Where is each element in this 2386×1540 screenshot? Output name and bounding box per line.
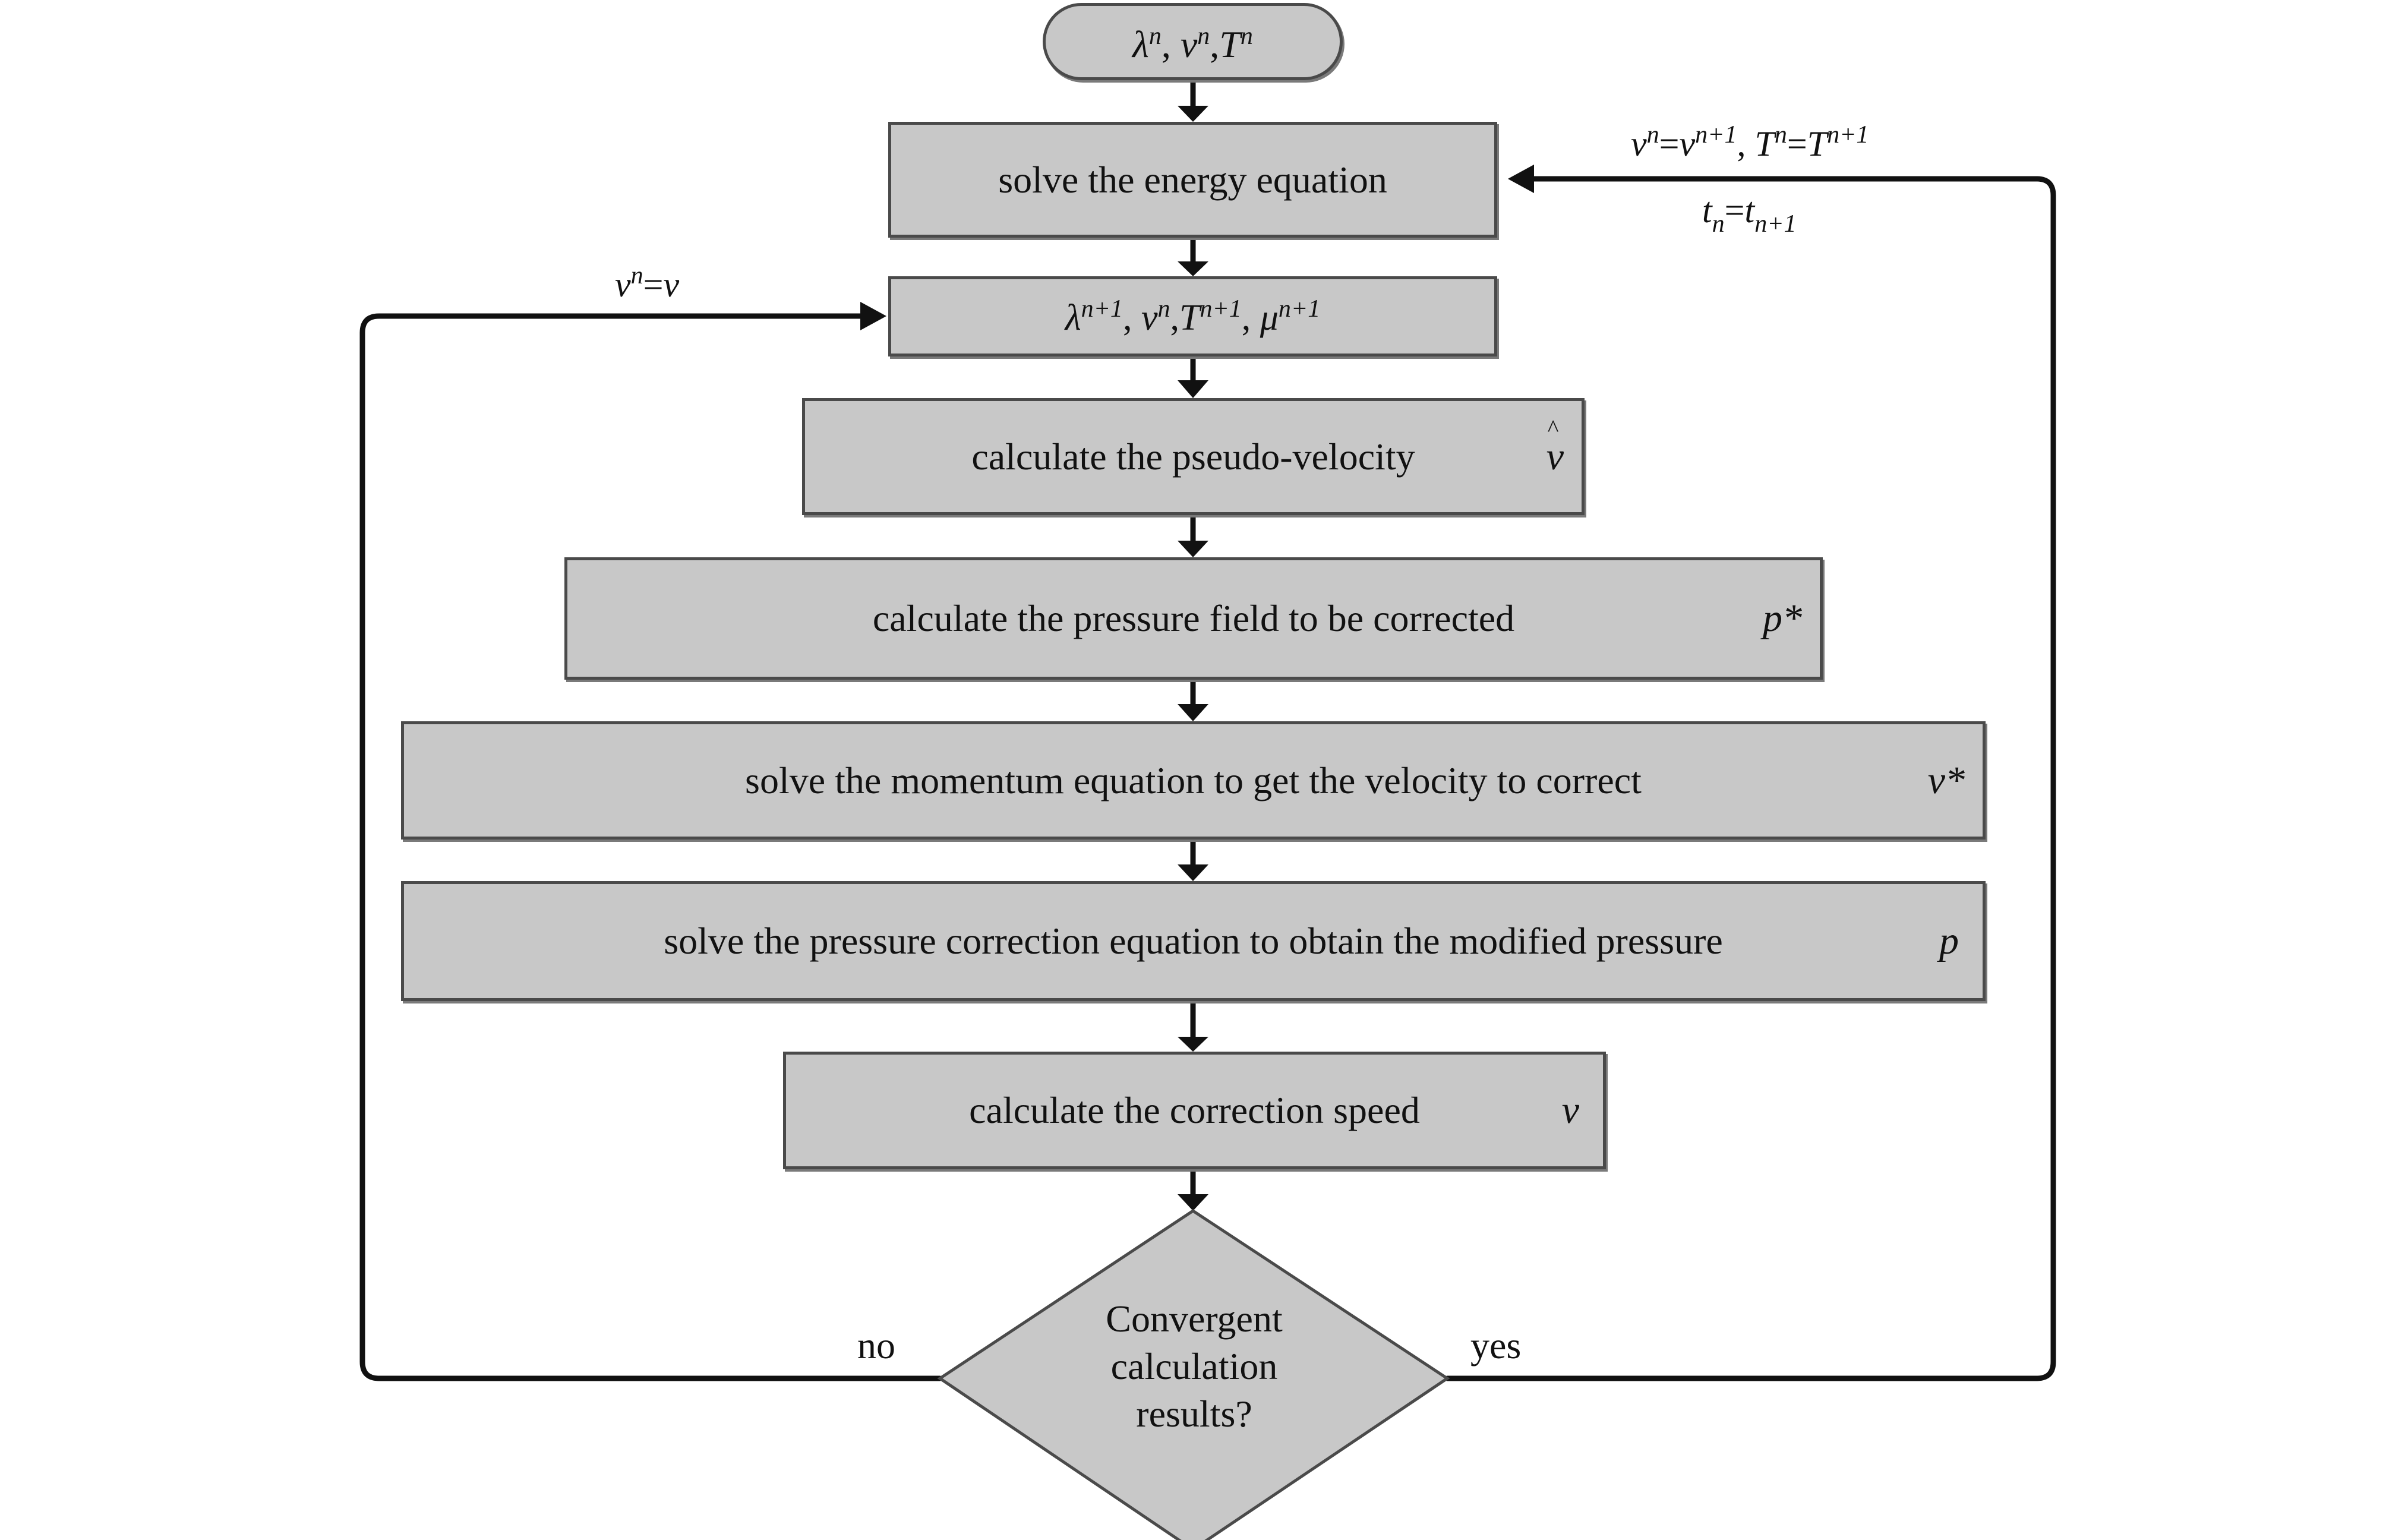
decision-line: calculation [1110,1345,1278,1387]
superscript: n [1774,121,1787,149]
equals: = [1787,124,1807,163]
loop-yes-line [1444,176,2056,1381]
v-symbol: v [1631,124,1647,163]
decision-diamond [937,1209,1450,1540]
arrowhead-state [1178,261,1208,276]
arrowhead-loop-yes [1508,165,1534,193]
correction-speed-label: calculate the correction speed [969,1089,1420,1131]
lambda-symbol: λ [1065,298,1081,338]
arrowhead-pseudo [1178,380,1208,398]
separator: , [1122,298,1141,338]
state-box: λn+1, vn,Tn+1, μn+1 [888,276,1497,356]
momentum-var: v* [1927,758,1965,802]
t-symbol: T [1179,298,1200,338]
separator: , [1210,23,1220,65]
arrowhead-speed [1178,1037,1208,1052]
pressure-field-label: calculate the pressure field to be corre… [872,597,1515,639]
pressure-correction-var: p [1939,919,1959,962]
pseudo-velocity-box: calculate the pseudo-velocity v [802,398,1585,515]
superscript: n [630,262,643,289]
v-symbol: v [1180,23,1198,65]
lambda-symbol: λ [1132,23,1149,65]
v-symbol: v [663,265,680,304]
superscript: n [1197,23,1210,50]
decision-line: results? [1136,1393,1252,1435]
superscript: n+1 [1081,295,1123,323]
superscript: n [1148,23,1162,50]
arrowhead-momentum [1178,704,1208,721]
pseudo-velocity-var: v [1547,414,1564,479]
t-symbol: T [1807,124,1828,163]
arrowhead-correction [1178,864,1208,881]
t-symbol: T [1754,124,1775,163]
separator: , [1737,124,1755,163]
energy-equation-box: solve the energy equation [888,122,1497,238]
subscript: n+1 [1754,210,1797,238]
superscript: n [1646,121,1659,149]
feedback-yes-time: tn=tn+1 [1702,190,1797,238]
subscript: n [1712,210,1725,238]
t-symbol: t [1702,191,1712,230]
arrowhead-pressure [1178,541,1208,557]
t-symbol: T [1219,23,1241,65]
decision-question: Convergent calculation results? [1034,1295,1355,1438]
superscript: n+1 [1278,295,1321,323]
mu-symbol: μ [1260,298,1279,338]
superscript: n+1 [1695,121,1737,149]
start-terminal: λn, vn,Tn [1043,3,1343,80]
loop-no-line [359,313,943,1381]
pseudo-velocity-label: calculate the pseudo-velocity [971,435,1415,478]
decision-line: Convergent [1106,1298,1283,1340]
pressure-field-box: calculate the pressure field to be corre… [564,557,1823,680]
arrowhead-decision [1178,1194,1208,1211]
equals: = [643,265,664,304]
feedback-yes-update: vn=vn+1, Tn=Tn+1 [1631,121,1869,165]
pressure-correction-box: solve the pressure correction equation t… [401,881,1986,1001]
equals: = [1724,191,1745,230]
v-symbol: v [615,265,631,304]
energy-equation-label: solve the energy equation [998,158,1387,201]
arrowhead-energy [1178,106,1208,122]
superscript: n [1157,295,1170,323]
start-variables: λn, vn,Tn [1046,23,1340,67]
correction-speed-var: v [1561,1088,1579,1132]
feedback-no-update: vn=v [615,262,680,305]
branch-no-label: no [857,1324,895,1367]
pressure-field-var: p* [1763,597,1802,640]
pressure-correction-label: solve the pressure correction equation t… [664,920,1723,962]
arrowhead-loop-no [860,302,886,330]
momentum-label: solve the momentum equation to get the v… [745,759,1642,801]
branch-yes-label: yes [1470,1324,1522,1367]
equals: = [1659,124,1680,163]
momentum-box: solve the momentum equation to get the v… [401,721,1986,840]
v-symbol: v [1679,124,1696,163]
separator: , [1170,298,1179,338]
t-symbol: t [1744,191,1755,230]
superscript: n+1 [1827,121,1869,149]
separator: , [1161,23,1181,65]
superscript: n [1240,23,1253,50]
v-symbol: v [1141,298,1158,338]
state-variables: λn+1, vn,Tn+1, μn+1 [891,295,1494,339]
v-hat-symbol: v [1547,414,1564,479]
correction-speed-box: calculate the correction speed v [783,1052,1606,1169]
superscript: n+1 [1200,295,1242,323]
separator: , [1241,298,1260,338]
